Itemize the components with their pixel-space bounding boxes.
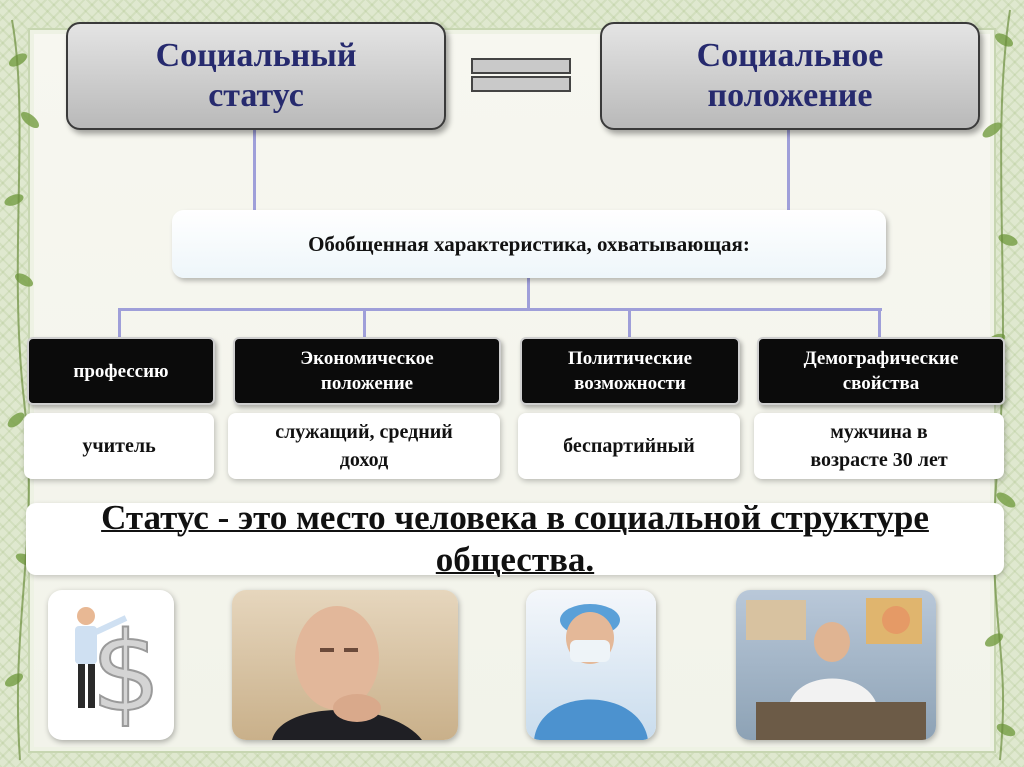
category-demographic-properties: Демографические свойства <box>757 337 1005 405</box>
status-definition: Статус - это место человека в социальной… <box>101 498 929 579</box>
person-portrait-icon <box>272 606 422 740</box>
definition-background <box>26 503 1004 575</box>
connector-right <box>787 126 790 210</box>
connector-left <box>253 126 256 210</box>
category-political-possibilities: Политические возможности <box>520 337 740 405</box>
equals-sign-top-bar <box>471 58 571 74</box>
businessman-dollar-photo: $ <box>48 590 174 740</box>
connector-branch-3 <box>628 308 631 338</box>
example-non-party: беспартийный <box>518 413 740 479</box>
connector-branch-2 <box>363 308 366 338</box>
example-teacher: учитель <box>24 413 214 479</box>
example-man-30: мужчина в возрасте 30 лет <box>754 413 1004 479</box>
example-employee-income: служащий, средний доход <box>228 413 500 479</box>
social-status-box: Социальный статус <box>66 22 446 130</box>
equals-sign-bottom-bar <box>471 76 571 92</box>
classroom-icon <box>746 598 926 740</box>
general-characteristic-box: Обобщенная характеристика, охватывающая: <box>172 210 886 278</box>
connector-branch-4 <box>878 308 881 338</box>
politician-photo <box>232 590 458 740</box>
businessman-icon: $ <box>75 607 162 737</box>
surgeon-photo <box>526 590 656 740</box>
social-position-box: Социальное положение <box>600 22 980 130</box>
teacher-classroom-photo <box>736 590 936 740</box>
connector-branch-1 <box>118 308 121 338</box>
doctor-icon <box>534 604 648 740</box>
connector-horizontal <box>118 308 882 311</box>
connector-center <box>527 278 530 308</box>
category-economic-position: Экономическое положение <box>233 337 501 405</box>
category-profession: профессию <box>27 337 215 405</box>
